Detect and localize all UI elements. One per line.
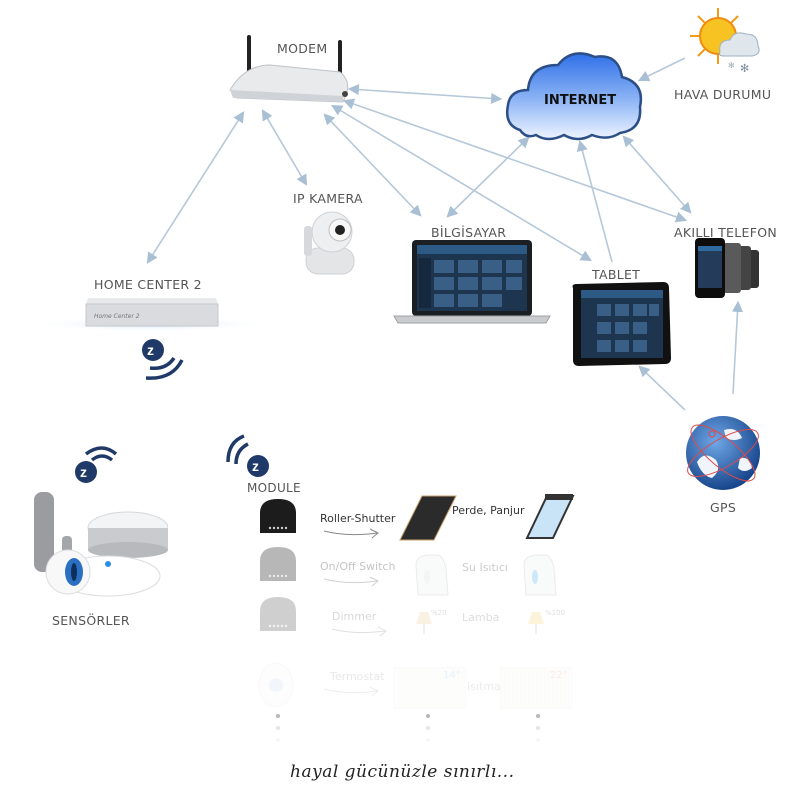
laptop-device [392, 238, 552, 324]
computer-label: BİLGİSAYAR [431, 225, 507, 240]
zwave-icon-homecenter: z [136, 336, 186, 382]
tablet-device [565, 282, 673, 368]
radiator-high [500, 667, 572, 709]
tablet-icon [572, 282, 671, 366]
svg-text:z: z [80, 464, 87, 480]
modem-icon [229, 35, 349, 103]
sensors-label: SENSÖRLER [52, 613, 130, 628]
zwave-icon-sensors: z [72, 438, 120, 486]
continuation-dot [426, 738, 430, 742]
continuation-dot [536, 726, 540, 730]
svg-text:z: z [147, 342, 154, 358]
module-device-icon [260, 499, 296, 533]
module-header: MODULE [247, 481, 301, 495]
laptop-icon [393, 240, 551, 324]
continuation-dot [426, 714, 430, 718]
tablet-label: TABLET [592, 267, 641, 282]
continuation-dot [426, 726, 430, 730]
continuation-dot [536, 738, 540, 742]
lamp-bright-icon [528, 612, 544, 634]
radiator-low [394, 667, 466, 709]
arrow-gps-smartphone [731, 300, 744, 395]
smartphone-icon [695, 238, 759, 298]
module-type-label: On/Off Switch [320, 560, 396, 573]
globe-icon [686, 416, 760, 490]
arrow-modem-homecenter [146, 111, 245, 264]
module-device-icon [260, 547, 296, 581]
home-center-label: HOME CENTER 2 [94, 277, 202, 292]
module-type-label: Termostat [330, 670, 385, 683]
module-arrow [323, 576, 379, 587]
state-a-label: %20 [431, 609, 447, 617]
state-b-label: 22° [550, 670, 568, 681]
svg-text:✻: ✻ [740, 62, 749, 75]
ip-camera-label: IP KAMERA [293, 191, 363, 206]
cloud-icon [506, 52, 643, 141]
svg-text:z: z [252, 458, 259, 474]
target-device-label: Su Isıtıcı [462, 561, 508, 574]
zwave-icon-module: z [222, 432, 274, 480]
thermostat-icon [258, 662, 294, 708]
sensors-icon [34, 492, 169, 597]
home-center-device: Home Center 2 [30, 292, 270, 334]
kettle-on-icon [523, 554, 557, 596]
module-arrow [323, 686, 379, 697]
state-b-label: %100 [545, 609, 566, 617]
arrow-modem-internet [347, 84, 503, 104]
gps-globe [682, 412, 764, 494]
modem-device [225, 30, 355, 110]
internet-label: INTERNET [544, 93, 617, 108]
home-center-brand: Home Center 2 [94, 313, 140, 320]
continuation-dot [276, 738, 280, 742]
modem-label: MODEM [277, 41, 328, 56]
weather-label: HAVA DURUMU [674, 87, 772, 102]
ip-camera-device [300, 208, 360, 276]
target-device-label: Isıtma [467, 680, 501, 693]
continuation-dot [276, 726, 280, 730]
gps-label: GPS [710, 500, 737, 515]
arrow-modem-ipcamera [261, 109, 308, 186]
arrow-gps-tablet [638, 365, 686, 411]
internet-cloud: INTERNET [500, 45, 650, 145]
shutter-open-icon [525, 494, 575, 539]
target-device-label: Lamba [462, 611, 500, 624]
kettle-off-icon [415, 554, 449, 596]
continuation-dot [276, 714, 280, 718]
arrow-weather-internet [637, 57, 686, 82]
weather-icon: ✻ ✻ [688, 6, 763, 76]
module-device-icon [260, 597, 296, 631]
arrow-internet-tablet [576, 139, 613, 263]
smartphone-label: AKILLI TELEFON [674, 225, 777, 240]
tagline: hayal gücünüzle sınırlı... [290, 762, 515, 782]
state-a-label: 14° [443, 670, 461, 681]
module-type-label: Roller-Shutter [320, 512, 396, 525]
shutter-closed-icon [399, 495, 457, 541]
module-arrow [331, 626, 387, 637]
continuation-dot [536, 714, 540, 718]
arrow-internet-smartphone [622, 135, 692, 214]
camera-icon [304, 211, 355, 275]
arrow-internet-computer [446, 136, 530, 218]
sensors-devices [28, 488, 169, 600]
module-arrow [323, 528, 379, 539]
lamp-dim-icon [416, 612, 432, 634]
module-type-label: Dimmer [332, 610, 377, 623]
smartphone-device [695, 238, 765, 300]
svg-text:✻: ✻ [728, 61, 735, 70]
home-center-icon: Home Center 2 [30, 298, 270, 332]
target-device-label: Perde, Panjur [452, 504, 525, 517]
